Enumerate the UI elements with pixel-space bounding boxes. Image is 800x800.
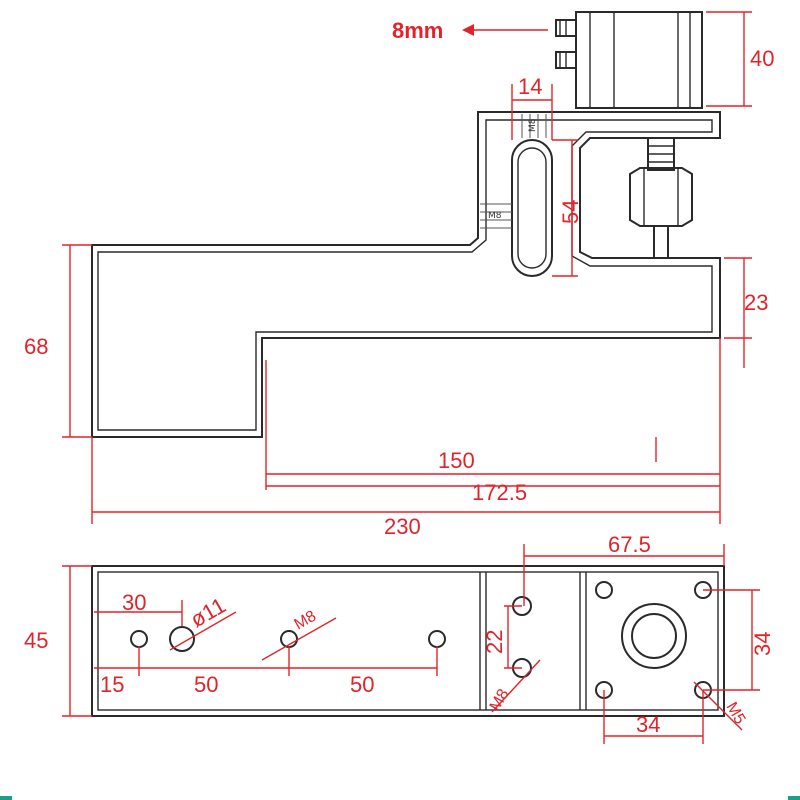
dim-span-50-b: 50 <box>350 672 374 697</box>
thread-label-top: M8 <box>528 118 538 132</box>
dim-slot-length: 54 <box>558 200 583 224</box>
dim-hole-dia: ø11 <box>186 593 230 633</box>
top-view: M8 M8 <box>24 11 774 539</box>
plate-inner <box>97 571 719 711</box>
dim-total-length: 230 <box>384 514 421 539</box>
hole-small-right <box>428 630 446 648</box>
hole-small-left <box>130 630 148 648</box>
dim-span-lines <box>94 646 438 676</box>
dim-thread-m5: M5 <box>723 700 749 728</box>
adjustment-slot <box>511 139 553 277</box>
dim-pitch-22: 22 <box>482 630 507 654</box>
dim-slot-width: 14 <box>518 74 542 99</box>
dim-plate-height: 45 <box>24 628 48 653</box>
dim-67-lines <box>523 544 725 606</box>
dim-length-lines <box>91 338 721 524</box>
dim-45-lines <box>62 565 92 717</box>
piston-rod <box>629 137 693 259</box>
thread-hatch-mid <box>480 203 512 229</box>
dim-22-lines <box>504 605 522 669</box>
bottom-view: 45 30 ø11 M8 15 50 50 22 <box>24 532 775 744</box>
bracket-body-outline <box>91 111 721 438</box>
dim-right-offset: 23 <box>744 290 768 315</box>
stroke-indicator <box>462 24 548 36</box>
dim-mid-length: 172.5 <box>472 480 527 505</box>
dim-flange-square-v: 34 <box>750 632 775 656</box>
dim-34v-lines <box>703 589 760 691</box>
thread-hatch-top <box>521 114 547 138</box>
corner-accent-right <box>788 796 800 800</box>
flange-center-outer <box>621 603 687 669</box>
dim-54-lines <box>552 139 578 277</box>
dim-23-lines <box>724 257 752 368</box>
dim-flange-width: 67.5 <box>608 532 651 557</box>
plate-outline <box>91 565 725 717</box>
thread-label-mid: M8 <box>488 211 502 221</box>
hole-dia11 <box>169 626 195 652</box>
dim-total-height: 68 <box>24 334 48 359</box>
dim-14-lines <box>511 84 553 140</box>
dim-34h-lines <box>603 690 704 744</box>
dim-flange-square: 34 <box>636 712 660 737</box>
adjustment-slot-inner <box>517 147 547 269</box>
dim-inner-length: 150 <box>438 448 475 473</box>
flange-center-inner <box>631 613 677 659</box>
dim-68-lines <box>62 244 92 438</box>
dim-30-lines <box>94 600 183 626</box>
dim-40-lines <box>706 11 752 107</box>
flange-hole-tl <box>595 581 613 599</box>
corner-accent-left <box>0 796 12 800</box>
bracket-body-inner <box>97 119 713 431</box>
stroke-label: 8mm <box>392 18 443 43</box>
air-cylinder <box>555 11 703 109</box>
dim-left-15: 15 <box>100 672 124 697</box>
dim-span-50-a: 50 <box>194 672 218 697</box>
dim-cylinder-height: 40 <box>750 46 774 71</box>
dim-offset-30: 30 <box>122 590 146 615</box>
footer-strip <box>0 794 800 800</box>
